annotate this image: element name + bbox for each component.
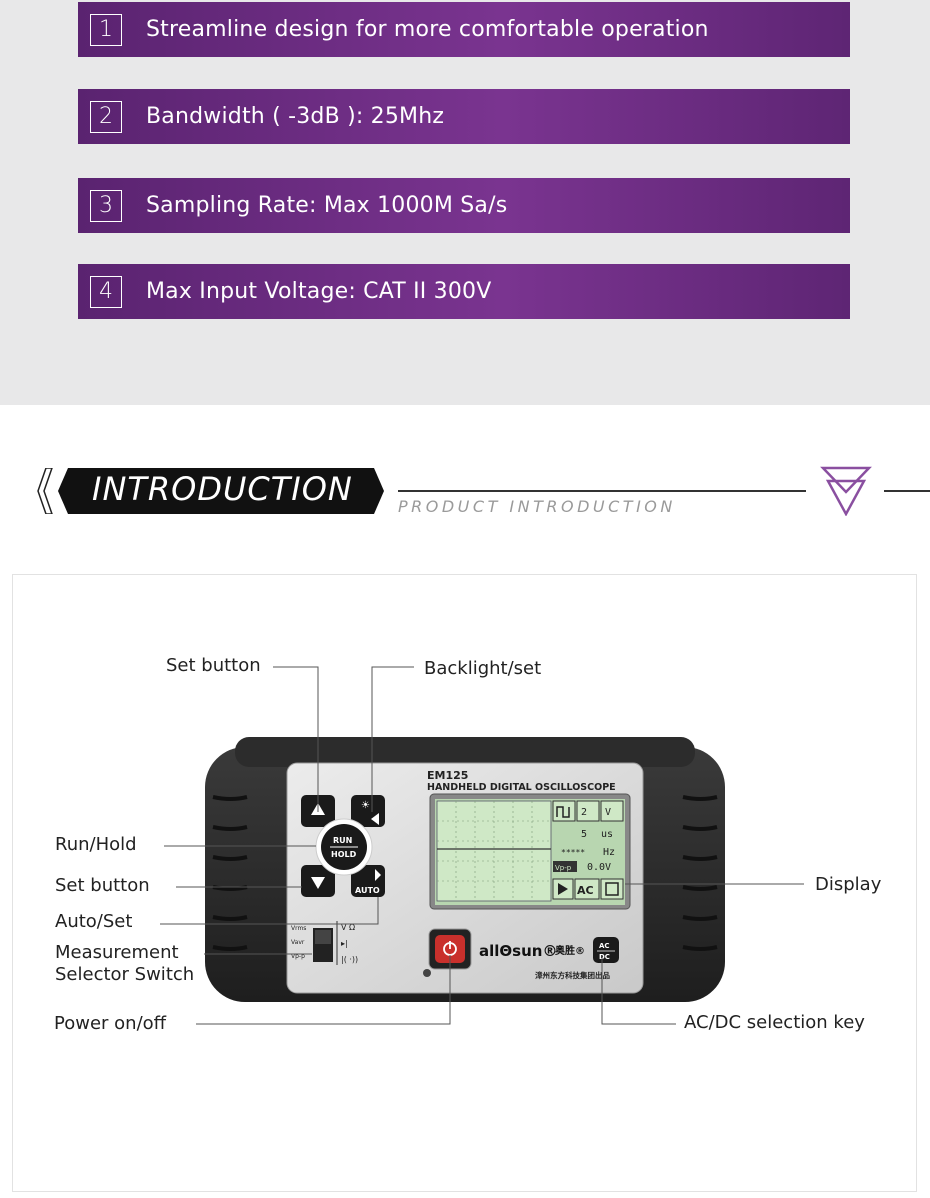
hold-label: HOLD — [331, 850, 357, 859]
oscilloscope-device: EM125 HANDHELD DIGITAL OSCILLOSCOPE 2 V … — [205, 737, 725, 1002]
feature-number: 1 — [90, 13, 122, 46]
manufacturer-label: 漳州东方科技集团出品 — [535, 970, 610, 980]
switch-vavr-label: Vavr — [291, 939, 305, 946]
feature-text: Streamline design for more comfortable o… — [146, 17, 709, 42]
features-panel: 1 Streamline design for more comfortable… — [0, 0, 930, 405]
auto-label: AUTO — [355, 886, 380, 895]
ac-indicator: AC — [577, 884, 594, 897]
time-value: 5 — [581, 829, 587, 840]
callout-backlight-set: Backlight/set — [424, 658, 542, 679]
freq-unit: Hz — [603, 847, 615, 858]
run-label: RUN — [333, 836, 352, 845]
feature-text: Sampling Rate: Max 1000M Sa/s — [146, 193, 508, 218]
svg-text:▸|: ▸| — [341, 939, 348, 948]
feature-banner-2: 2 Bandwidth ( -3dB ): 25Mhz — [78, 89, 850, 144]
vpp-value: 0.0V — [587, 862, 611, 873]
callout-auto-set: Auto/Set — [55, 911, 133, 932]
callout-set-button-top: Set button — [166, 655, 261, 676]
feature-number: 2 — [90, 100, 122, 133]
save-icon — [605, 882, 619, 896]
section-badge — [37, 468, 384, 514]
svg-text:☀: ☀ — [361, 800, 370, 811]
feature-banner-4: 4 Max Input Voltage: CAT II 300V — [78, 264, 850, 319]
feature-text: Max Input Voltage: CAT II 300V — [146, 279, 492, 304]
section-title: INTRODUCTION — [92, 470, 353, 508]
brand-chinese: 奥胜® — [555, 944, 585, 957]
switch-vpp-label: Vp-p — [291, 953, 305, 960]
callout-set-button-left: Set button — [55, 875, 150, 896]
callout-display: Display — [815, 874, 882, 895]
callout-acdc: AC/DC selection key — [684, 1012, 865, 1033]
model-description: HANDHELD DIGITAL OSCILLOSCOPE — [427, 782, 616, 793]
callout-run-hold: Run/Hold — [55, 834, 137, 855]
feature-text: Bandwidth ( -3dB ): 25Mhz — [146, 104, 445, 129]
triangle-down-icon — [820, 466, 872, 516]
volt-value: 2 — [581, 807, 587, 818]
callout-power: Power on/off — [54, 1013, 167, 1034]
ac-label: AC — [599, 942, 610, 950]
dc-label: DC — [599, 953, 610, 961]
section-subtitle: PRODUCT INTRODUCTION — [398, 497, 676, 516]
callout-measurement-line2: Selector Switch — [55, 964, 195, 985]
divider-line — [398, 490, 806, 492]
svg-text:|( ·)): |( ·)) — [341, 955, 358, 964]
vpp-label: Vp-p — [555, 864, 572, 872]
model-label: EM125 — [427, 769, 468, 782]
callout-measurement-line1: Measurement — [55, 942, 179, 963]
feature-number: 3 — [90, 189, 122, 222]
switch-vrms-label: Vrms — [291, 925, 306, 932]
volt-unit: V — [605, 807, 611, 818]
brand-logo: allΘsun® — [479, 942, 557, 960]
feature-banner-3: 3 Sampling Rate: Max 1000M Sa/s — [78, 178, 850, 233]
play-icon — [558, 883, 568, 895]
time-unit: us — [601, 829, 613, 840]
divider-line — [884, 490, 930, 492]
freq-value: ***** — [561, 848, 585, 857]
feature-number: 4 — [90, 275, 122, 308]
feature-banner-1: 1 Streamline design for more comfortable… — [78, 2, 850, 57]
svg-text:V Ω: V Ω — [341, 923, 355, 932]
